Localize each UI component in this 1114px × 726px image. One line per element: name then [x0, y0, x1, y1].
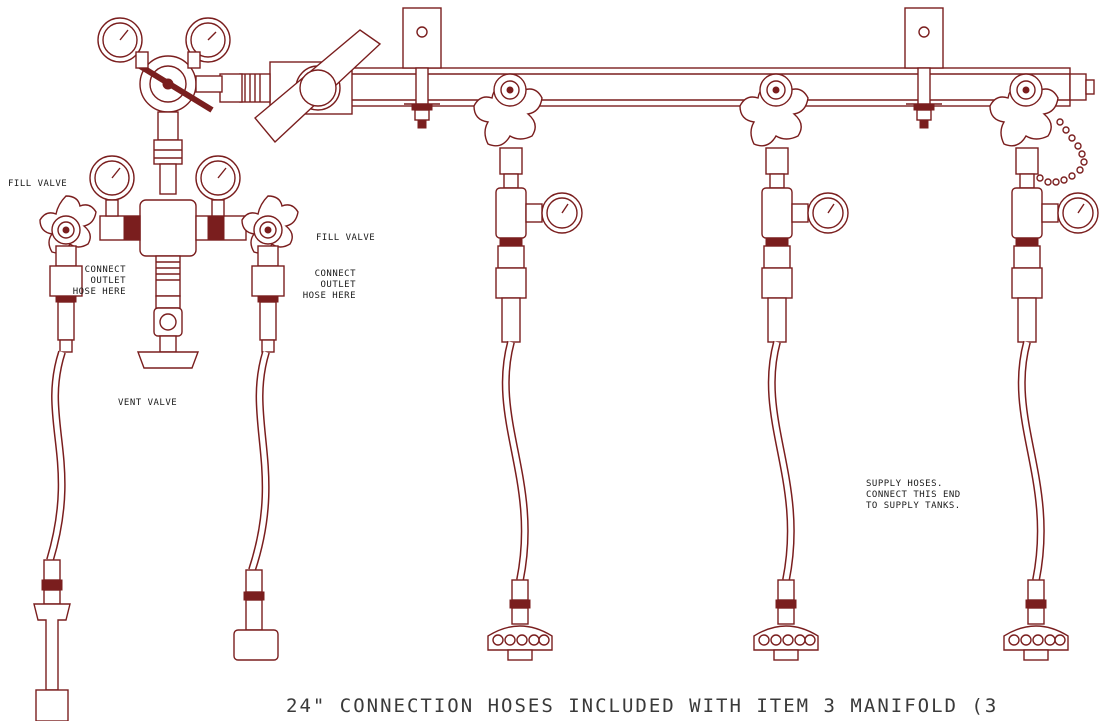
line-valve: [219, 29, 382, 144]
connect-left-line-1: CONNECT: [85, 265, 127, 275]
connect-right-line-1: CONNECT: [315, 269, 357, 279]
outlet-hose-right: [233, 245, 285, 661]
outlet-hose-left: [33, 245, 83, 722]
cross-gauge-right-icon: [195, 155, 241, 217]
regulator-gauge-left-icon: [97, 17, 149, 69]
vent-valve-label: VENT VALVE: [118, 398, 177, 408]
supply-gauge-2-icon: [807, 192, 849, 234]
regulator: [97, 17, 231, 195]
regulator-gauge-right-icon: [185, 17, 231, 69]
supply-branch-3: [989, 73, 1099, 661]
supply-branch-2: [739, 73, 849, 661]
fill-valve-left-icon: [39, 195, 97, 254]
wall-bracket-right: [904, 7, 944, 129]
vent-valve-icon: [136, 295, 200, 369]
connect-right-line-2: OUTLET: [320, 280, 356, 290]
supply-gauge-1-icon: [541, 192, 583, 234]
chain-cap-icon: [1036, 118, 1088, 186]
fill-valve-right-label: FILL VALVE: [316, 233, 375, 243]
connect-right-line-3: HOSE HERE: [303, 291, 356, 301]
supply-note-line-1: SUPPLY HOSES.: [866, 479, 943, 489]
supply-gauge-3-icon: [1057, 192, 1099, 234]
fill-valve-left-label: FILL VALVE: [8, 179, 67, 189]
fill-valve-right-icon: [241, 195, 299, 254]
supply-branch-1: [473, 73, 583, 661]
cross-gauge-left-icon: [89, 155, 135, 217]
footer-note: 24" CONNECTION HOSES INCLUDED WITH ITEM …: [286, 695, 998, 717]
supply-note-line-2: CONNECT THIS END: [866, 490, 961, 500]
supply-note-line-3: TO SUPPLY TANKS.: [866, 501, 961, 511]
wall-bracket-left: [402, 7, 442, 129]
cross-fitting: [99, 199, 247, 297]
main-manifold-pipe: [349, 67, 1095, 107]
connect-left-line-3: HOSE HERE: [73, 287, 126, 297]
connect-left-line-2: OUTLET: [90, 276, 126, 286]
